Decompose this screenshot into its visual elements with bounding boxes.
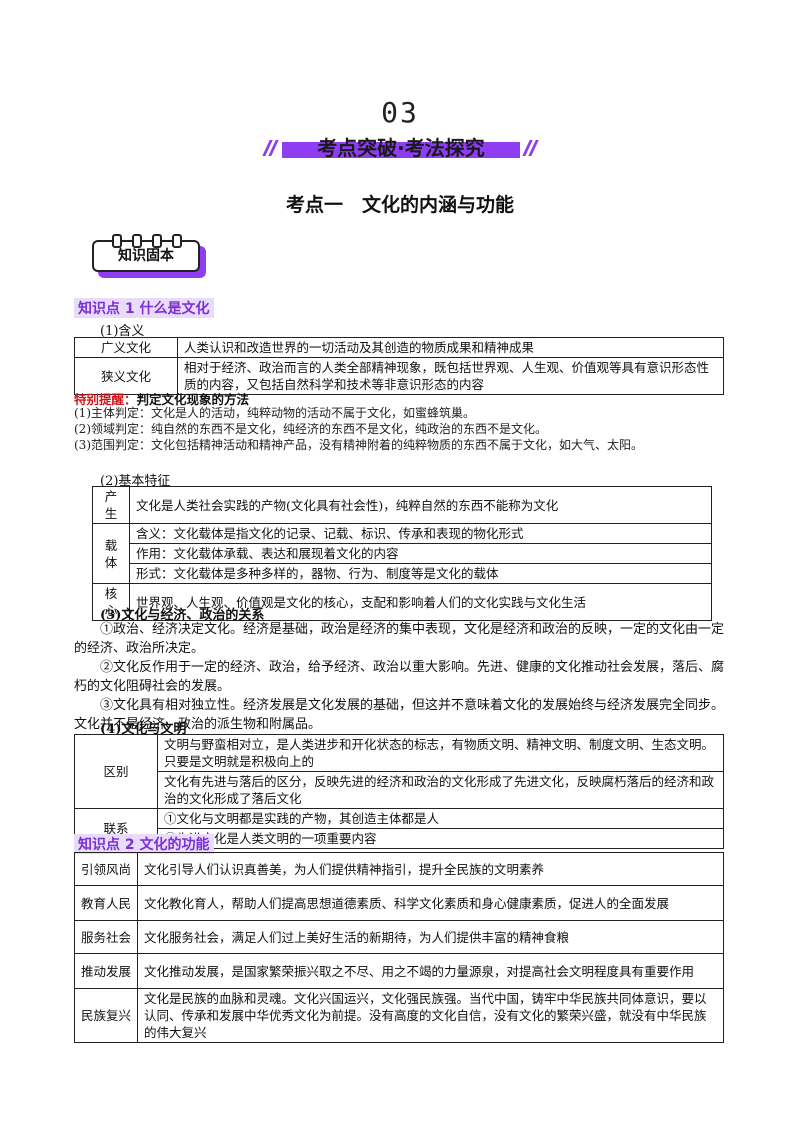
features-table: 产生 文化是人类社会实践的产物(文化具有社会性)，纯粹自然的东西不能称为文化 载… [92,486,712,621]
row-content: 世界观、人生观、价值观是文化的核心，支配和影响着人们的文化实践与文化生活 [129,583,712,621]
row-label: 广义文化 [74,337,178,358]
relation-paragraph: ①政治、经济决定文化。经济是基础，政治是经济的集中表现，文化是经济和政治的反映，… [74,622,725,656]
table-row: 文化有先进与落后的区分，反映先进的经济和政治的文化形成了先进文化，反映腐朽落后的… [75,771,724,809]
row-label: 服务社会 [74,920,138,954]
row-label: 载体 [92,523,130,584]
row-content: 含义：文化载体是指文化的记录、记载、标识、传承和表现的物化形式 [129,523,712,544]
badge-label: 知识固本 [92,240,200,272]
meaning-table: 广义文化 人类认识和改造世界的一切活动及其创造的物质成果和精神成果 狭义文化 相… [74,337,724,395]
kd2-title: 知识点 2 文化的功能 [74,834,214,854]
section-number: 03 [381,96,419,129]
tip-line: (2)领域判定：纯自然的东西不是文化，纯经济的东西不是文化，纯政治的东西不是文化… [74,422,548,436]
table-row: 服务社会 文化服务社会，满足人们过上美好生活的新期待，为人们提供丰富的精神食粮 [74,920,724,954]
table-row: 推动发展 文化推动发展，是国家繁荣振兴取之不尽、用之不竭的力量源泉，对提高社会文… [74,953,724,989]
row-content: 文化是民族的血脉和灵魂。文化兴国运兴，文化强民族强。当代中国，铸牢中华民族共同体… [137,988,724,1043]
civilization-table: 区别 文明与野蛮相对立，是人类进步和开化状态的标志，有物质文明、精神文明、制度文… [74,734,724,849]
row-label: 产生 [92,486,130,524]
row-label: 狭义文化 [74,357,178,395]
relation-paragraph: ③文化具有相对独立性。经济发展是文化发展的基础，但这并不意味着文化的发展始终与经… [74,698,725,732]
ring-icon [112,234,122,248]
row-label: 区别 [74,734,158,809]
table-row: 核心 世界观、人生观、价值观是文化的核心，支配和影响着人们的文化实践与文化生活 [92,583,712,621]
functions-table: 引领风尚 文化引导人们认识真善美，为人们提供精神指引，提升全民族的文明素养 教育… [74,852,724,1043]
row-content: 文化引导人们认识真善美，为人们提供精神指引，提升全民族的文明素养 [137,852,724,886]
table-row: 民族复兴 文化是民族的血脉和灵魂。文化兴国运兴，文化强民族强。当代中国，铸牢中华… [74,988,724,1043]
tip-line: (3)范围判定：文化包括精神活动和精神产品，没有精神附着的纯粹物质的东西不属于文… [74,438,644,452]
row-content: 形式：文化载体是多种多样的，器物、行为、制度等是文化的载体 [129,563,712,584]
row-content: 文化教化育人，帮助人们提高思想道德素质、科学文化素质和身心健康素质，促进人的全面… [137,885,724,921]
row-content: 人类认识和改造世界的一切活动及其创造的物质成果和精神成果 [177,337,724,358]
table-row: 教育人民 文化教化育人，帮助人们提高思想道德素质、科学文化素质和身心健康素质，促… [74,885,724,921]
row-content: 文化服务社会，满足人们过上美好生活的新期待，为人们提供丰富的精神食粮 [137,920,724,954]
sub-heading: (2)基本特征 [100,474,171,489]
table-row: 引领风尚 文化引导人们认识真善美，为人们提供精神指引，提升全民族的文明素养 [74,852,724,886]
table-row: 狭义文化 相对于经济、政治而言的人类全部精神现象，既包括世界观、人生观、价值观等… [74,357,724,395]
row-label: 推动发展 [74,953,138,989]
row-label: 民族复兴 [74,988,138,1043]
row-content: 作用：文化载体承载、表达和展现着文化的内容 [129,543,712,564]
ring-icon [152,234,162,248]
table-row: 载体 含义：文化载体是指文化的记录、记载、标识、传承和表现的物化形式 [92,523,712,584]
table-row: ②先进文化是人类文明的一项重要内容 [75,828,724,849]
table-row: 区别 文明与野蛮相对立，是人类进步和开化状态的标志，有物质文明、精神文明、制度文… [74,734,724,809]
tip-title: 判定文化现象的方法 [136,392,250,407]
kd1-title: 知识点 1 什么是文化 [74,298,214,318]
tip-line: (1)主体判定：文化是人的活动，纯粹动物的活动不属于文化，如蜜蜂筑巢。 [74,406,476,420]
section-banner: 考点突破·考法探究 [260,132,542,162]
tip-heading: 特别提醒：判定文化现象的方法 [74,389,249,408]
row-content: 文明与野蛮相对立，是人类进步和开化状态的标志，有物质文明、精神文明、制度文明、生… [157,734,724,772]
tip-label: 特别提醒： [74,392,137,407]
table-row: 广义文化 人类认识和改造世界的一切活动及其创造的物质成果和精神成果 [74,337,724,358]
row-label: 教育人民 [74,885,138,921]
knowledge-badge: 知识固本 [92,234,210,280]
kaodian-title: 考点一 文化的内涵与功能 [285,194,514,216]
sub-heading: (4)文化与文明 [100,722,187,737]
table-row: 联系 ①文化与文明都是实践的产物，其创造主体都是人 [74,808,724,849]
table-row: 产生 文化是人类社会实践的产物(文化具有社会性)，纯粹自然的东西不能称为文化 [92,486,712,524]
row-content: ①文化与文明都是实践的产物，其创造主体都是人 [157,808,724,829]
row-content: 相对于经济、政治而言的人类全部精神现象，既包括世界观、人生观、价值观等具有意识形… [177,357,724,395]
banner-title: 考点突破·考法探究 [317,136,485,160]
row-content: 文化是人类社会实践的产物(文化具有社会性)，纯粹自然的东西不能称为文化 [129,486,712,524]
row-label: 引领风尚 [74,852,138,886]
row-content: 文化推动发展，是国家繁荣振兴取之不尽、用之不竭的力量源泉，对提高社会文明程度具有… [137,953,724,989]
banner-highlight [282,142,520,158]
row-label: 核心 [92,583,130,621]
ring-icon [172,234,182,248]
sub-heading: (3)文化与经济、政治的关系 [100,608,265,623]
relation-paragraph: ②文化反作用于一定的经济、政治，给予经济、政治以重大影响。先进、健康的文化推动社… [74,660,725,694]
ring-icon [132,234,142,248]
sub-heading: (1)含义 [100,324,145,339]
table-row: 形式：文化载体是多种多样的，器物、行为、制度等是文化的载体 [93,563,712,584]
row-content: ②先进文化是人类文明的一项重要内容 [157,828,724,849]
row-content: 文化有先进与落后的区分，反映先进的经济和政治的文化形成了先进文化，反映腐朽落后的… [157,771,724,809]
table-row: 作用：文化载体承载、表达和展现着文化的内容 [93,543,712,564]
